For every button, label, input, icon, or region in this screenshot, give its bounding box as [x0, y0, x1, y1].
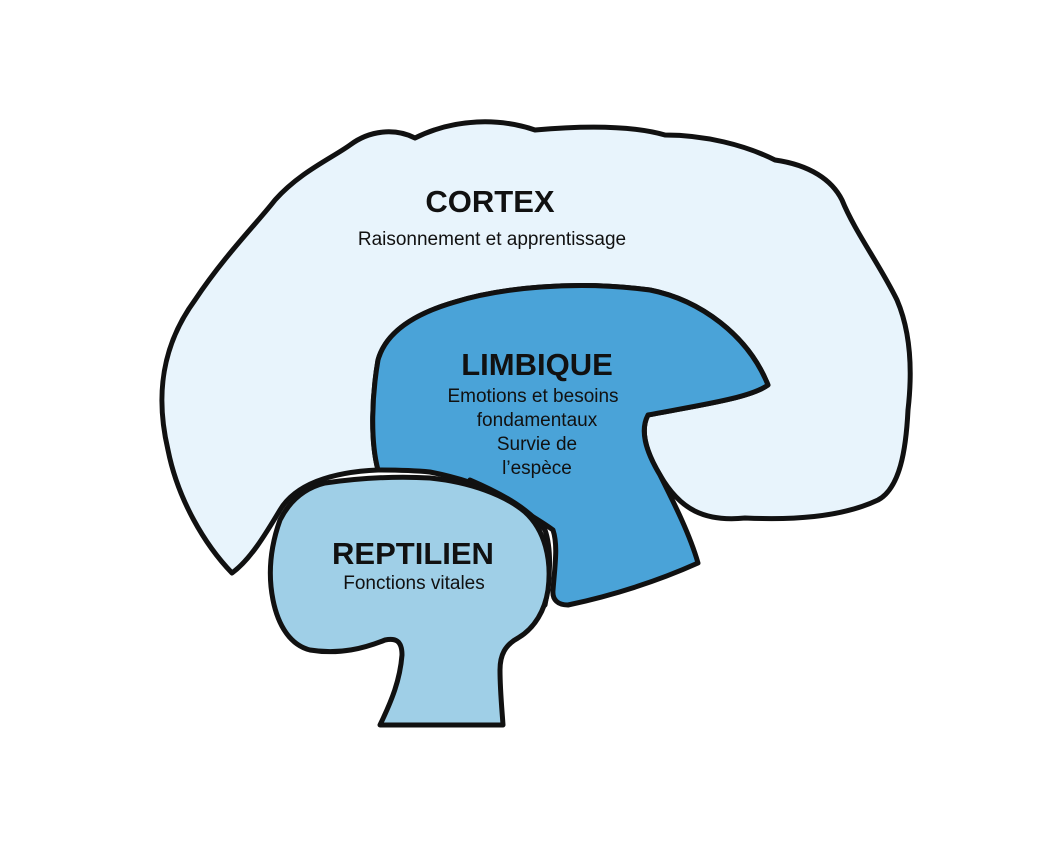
reptilien-description: Fonctions vitales — [343, 573, 485, 594]
limbique-description-line-3: Survie de — [497, 434, 577, 455]
cortex-title: CORTEX — [425, 184, 555, 219]
reptilien-region — [267, 474, 552, 728]
reptilien-title: REPTILIEN — [332, 536, 494, 571]
limbique-description-line-2: fondamentaux — [477, 410, 598, 431]
cortex-description: Raisonnement et apprentissage — [358, 229, 626, 250]
limbique-description-line-4: l’espèce — [502, 458, 572, 479]
limbique-description-line-1: Emotions et besoins — [447, 386, 618, 407]
limbique-region — [370, 283, 771, 608]
limbique-title: LIMBIQUE — [461, 347, 613, 382]
